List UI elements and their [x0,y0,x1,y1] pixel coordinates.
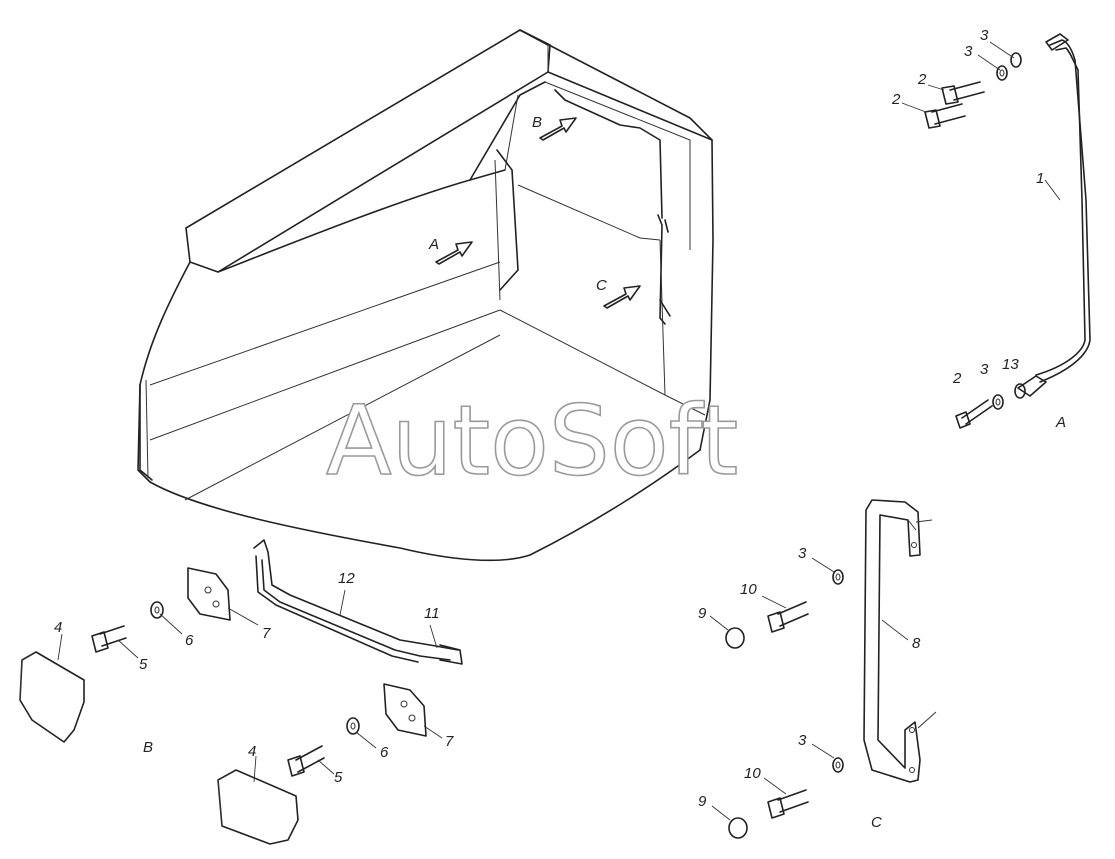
view-label-b: B [143,739,153,756]
leader-7-top [227,607,259,626]
part-label-3-c-bottom: 3 [798,732,807,749]
leader-9-bottom [711,805,731,821]
part-label-11: 11 [424,605,440,622]
leader-6-bottom [355,731,377,749]
handrail-assembly-c [725,499,937,839]
leader-11 [429,624,438,649]
leader-8 [881,619,909,641]
handrail-assembly-b [19,539,463,845]
callout-label-a: A [428,236,439,253]
view-label-c: C [871,814,882,831]
leader-10-bottom [763,777,787,795]
callout-arrow-b [539,117,577,141]
callout-label-b: B [532,114,542,131]
part-label-13: 13 [1002,356,1019,373]
leader-3-c-bottom [811,743,835,759]
handrail-assembly-a [924,33,1091,429]
leader-1 [1044,179,1061,201]
leader-7-bottom [423,725,443,739]
part-label-6-top: 6 [185,632,194,649]
part-label-4-top: 4 [54,619,62,636]
part-label-1: 1 [1036,170,1044,187]
part-label-8: 8 [912,635,921,652]
leader-4-top [57,633,63,661]
part-label-7-top: 7 [262,625,271,642]
part-label-6-bottom: 6 [380,744,389,761]
part-label-2-mid: 2 [891,91,901,108]
leader-5-top [117,639,139,659]
leader-4-bottom [253,755,257,783]
callout-label-c: C [596,277,607,294]
part-label-10-bottom: 10 [744,765,761,782]
leader-3-mid [977,54,1001,71]
leader-6-top [159,613,183,635]
part-label-10-top: 10 [740,581,757,598]
part-label-3-c-top: 3 [798,545,807,562]
callout-arrow-a [435,241,473,265]
part-label-9-top: 9 [698,605,707,622]
callout-arrow-c [603,285,641,309]
leader-10-top [761,595,787,609]
leader-3-c-top [811,557,835,573]
leader-3-upper [989,41,1015,59]
part-label-5-bottom: 5 [334,769,343,786]
leader-2-mid [901,102,927,113]
part-label-9-bottom: 9 [698,793,707,810]
part-label-4-bottom: 4 [248,743,256,760]
part-label-7-bottom: 7 [445,733,454,750]
leader-12 [339,589,346,616]
leader-2-upper [927,84,945,91]
part-label-5-top: 5 [139,656,148,673]
cab-body [137,29,714,562]
leader-9-top [709,615,729,631]
part-label-2-upper: 2 [917,71,927,88]
view-label-a: A [1055,414,1066,431]
part-label-12: 12 [338,570,355,587]
part-label-2-lower: 2 [952,370,962,387]
leader-5-bottom [317,759,335,775]
part-label-3-mid: 3 [964,43,973,60]
watermark: AutoSoft [326,385,738,497]
part-label-3-upper: 3 [980,27,989,44]
part-label-3-lower: 3 [980,361,989,378]
